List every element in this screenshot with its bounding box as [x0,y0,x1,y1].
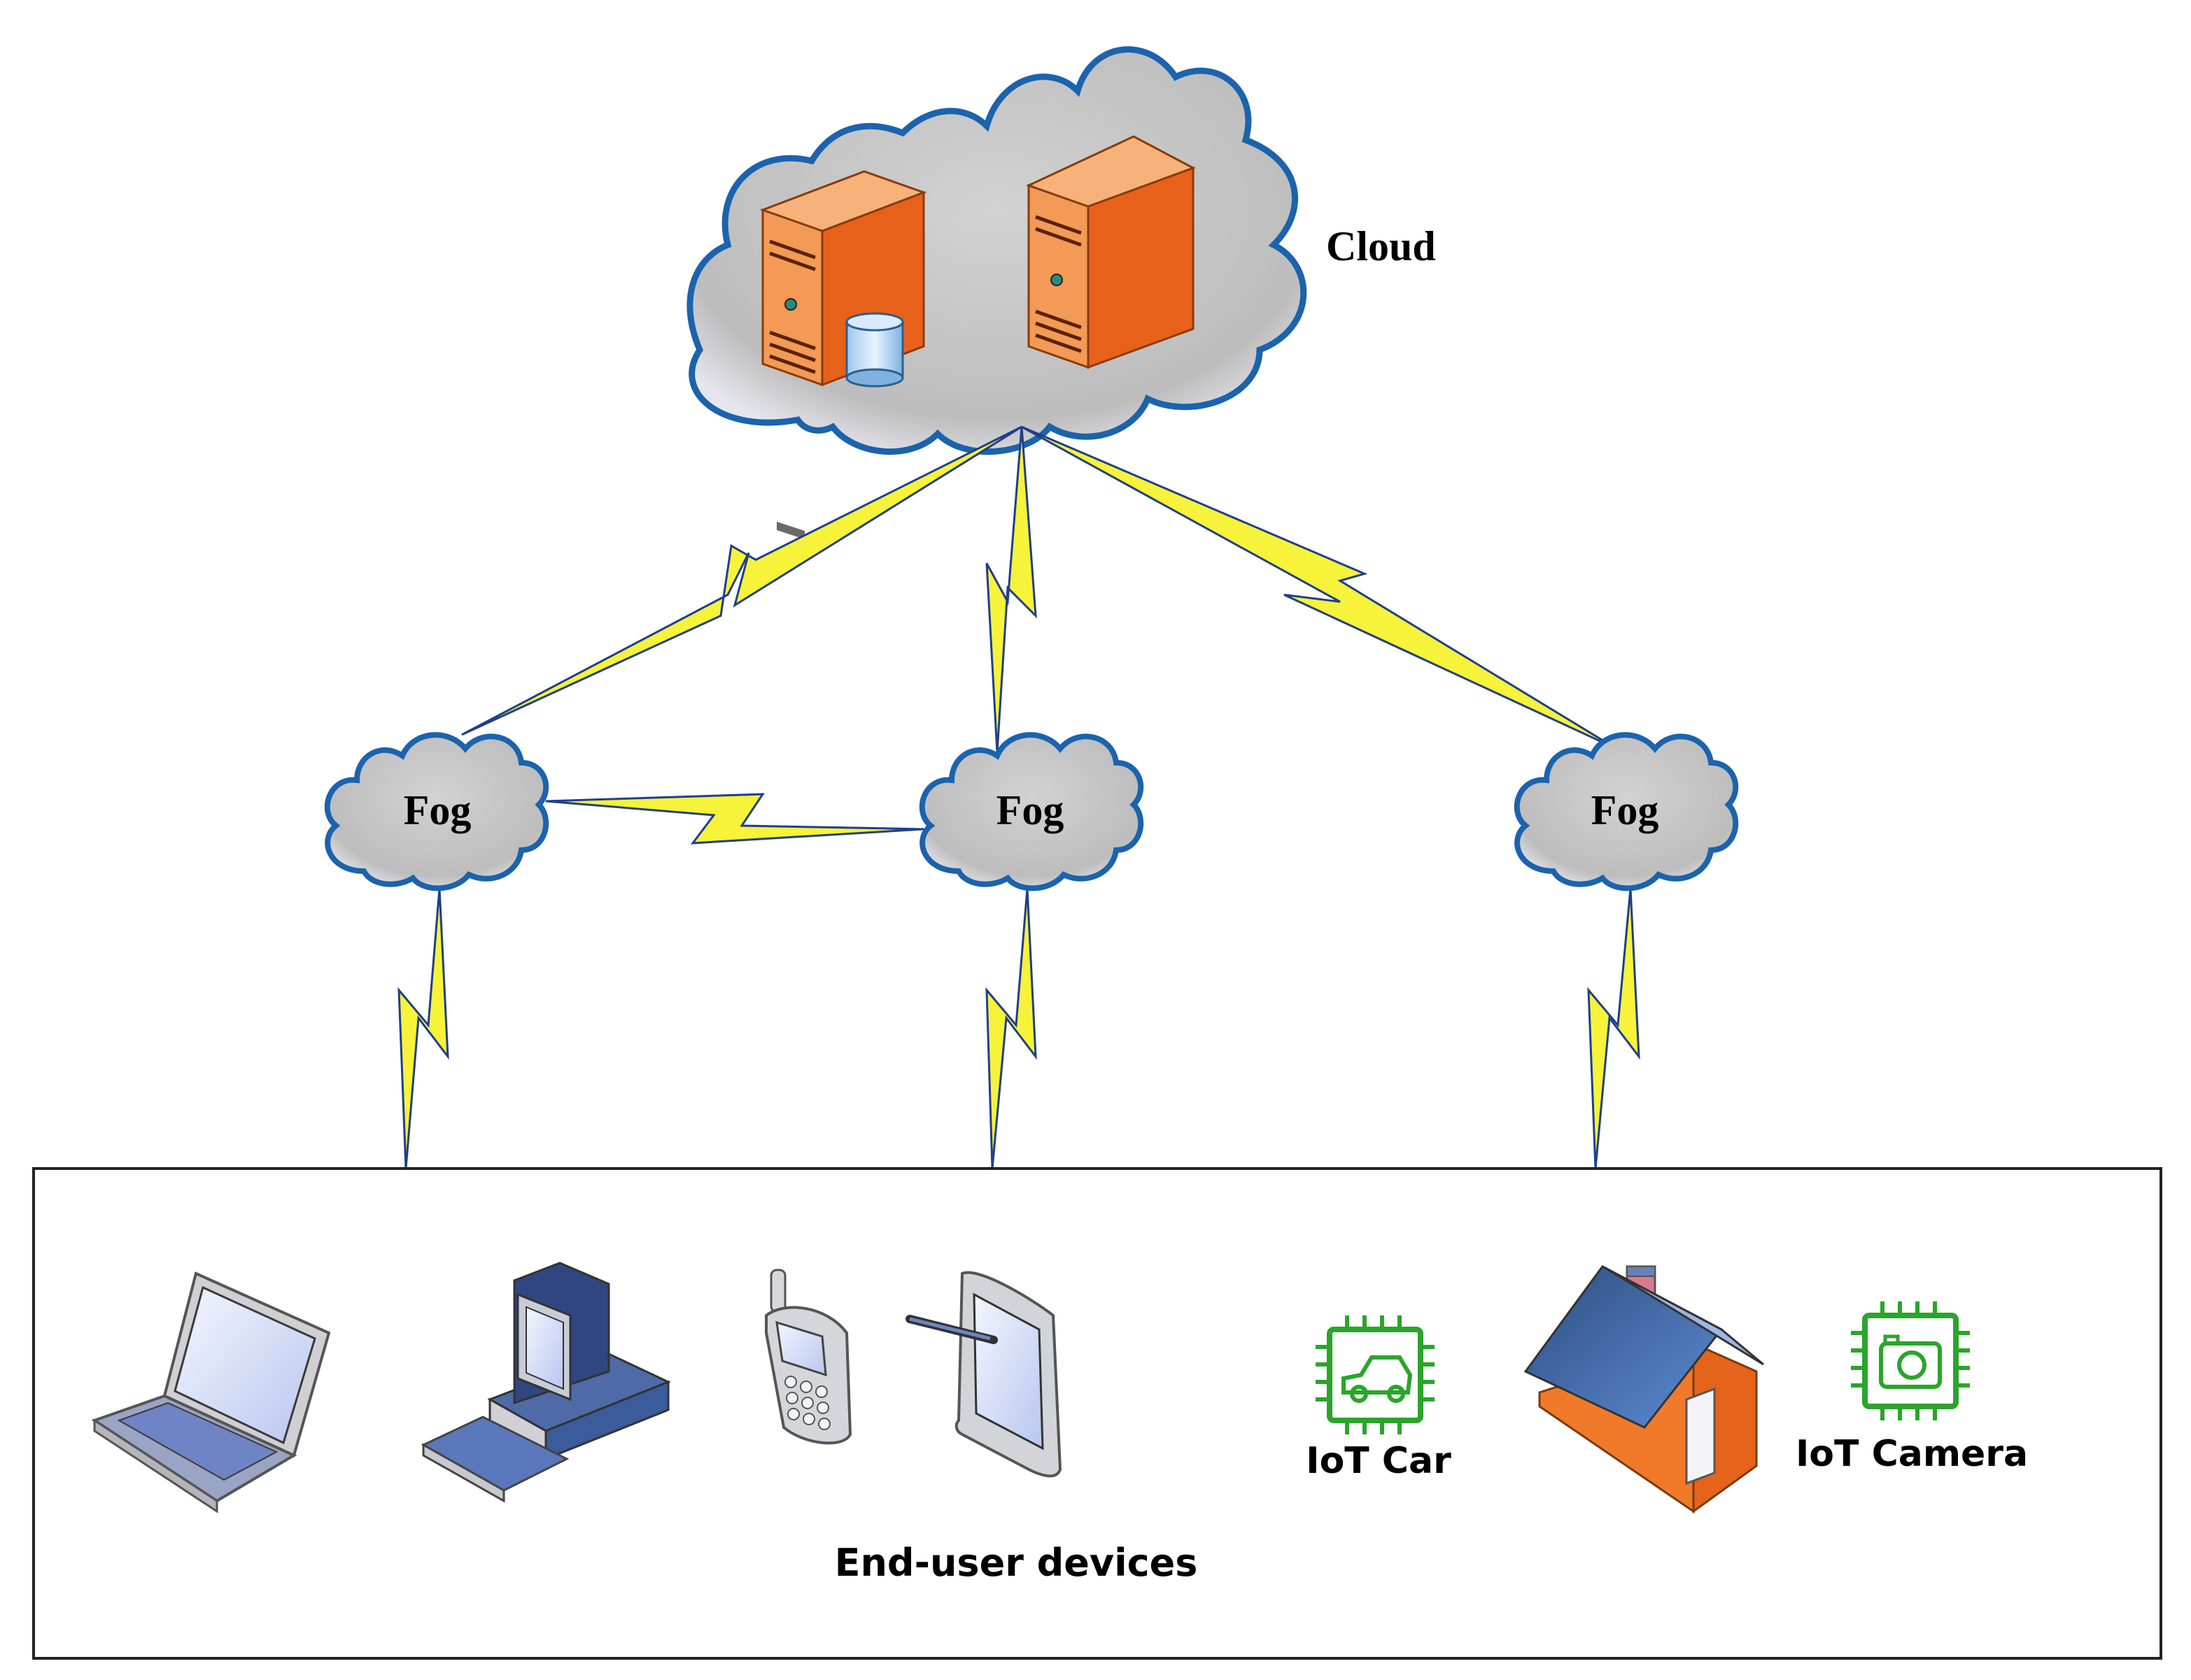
lightning-link-icon [397,888,449,1169]
lightning-link-icon [985,888,1037,1169]
mobile-phone-icon [765,1269,852,1445]
fog-label: Fog [404,787,472,833]
lightning-link-icon [545,793,924,845]
cloud-icon [1514,732,1739,891]
tablet-icon [906,1271,1062,1478]
iot-car-chip-icon [1316,1315,1435,1434]
lightning-link-icon [985,426,1037,753]
end-user-devices-label: End-user devices [835,1541,1198,1585]
end-user-devices-panel: IoT Car [32,1167,2162,1660]
cloud-label: Cloud [1326,223,1436,269]
iot-camera-label: IoT Camera [1796,1433,2028,1475]
smart-home-icon [1523,1265,1764,1513]
server-icon [1026,135,1196,369]
cloud-icon [324,732,549,891]
server-with-database-icon [759,170,927,539]
fog-label: Fog [1591,787,1659,833]
devices-frame [32,1167,2162,1660]
fog-node-right: Fog [1514,732,1739,891]
cloud-icon [919,732,1144,891]
desktop-computer-icon [421,1262,671,1503]
lightning-link-icon [1021,425,1617,750]
iot-camera-chip-icon [1851,1301,1970,1420]
lightning-link-icon [461,425,1022,736]
fog-node-left: Fog [324,732,549,891]
fog-node-middle: Fog [919,732,1144,891]
iot-car-label: IoT Car [1306,1440,1451,1482]
lightning-link-icon [1587,888,1640,1169]
fog-label: Fog [996,787,1064,833]
cloud-node: Cloud [686,46,1436,539]
laptop-icon [91,1271,331,1513]
